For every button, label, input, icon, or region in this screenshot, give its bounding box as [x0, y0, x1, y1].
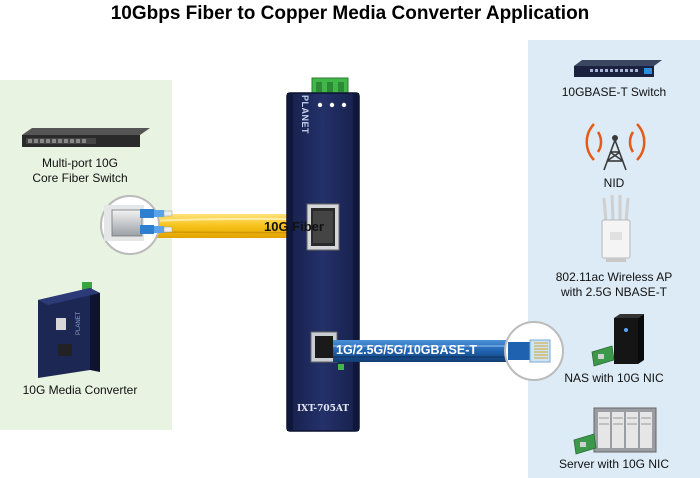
server-label: Server with 10G NIC [558, 457, 670, 471]
media-converter-label: 10G Media Converter [22, 383, 138, 397]
10gbase-t-switch-label: 10GBASE-T Switch [561, 85, 667, 99]
ixt-705at-converter [286, 77, 360, 432]
core-fiber-switch-image [22, 128, 150, 147]
small-media-converter-image: PLANET [38, 282, 100, 378]
nas-label: NAS with 10G NIC [564, 371, 664, 385]
converter-model-label: IXT-705AT [296, 404, 350, 414]
rj45-connector-magnifier [504, 321, 564, 381]
nas-image [591, 314, 644, 367]
fiber-link-label: 10G Fiber [264, 219, 324, 234]
nid-label: NID [603, 176, 625, 190]
fiber-connector-magnifier [100, 195, 173, 255]
wireless-ap-image [601, 194, 631, 262]
server-image [573, 407, 657, 455]
copper-cable [333, 340, 513, 362]
10gbase-t-switch-image [574, 60, 662, 77]
svg-text:PLANET: PLANET [76, 311, 82, 335]
diagram-title: 10Gbps Fiber to Copper Media Converter A… [110, 3, 590, 24]
converter-brand-logo: PLANET [300, 95, 310, 134]
nid-tower-image [585, 123, 646, 171]
copper-link-label: 1G/2.5G/5G/10GBASE-T [336, 343, 478, 357]
